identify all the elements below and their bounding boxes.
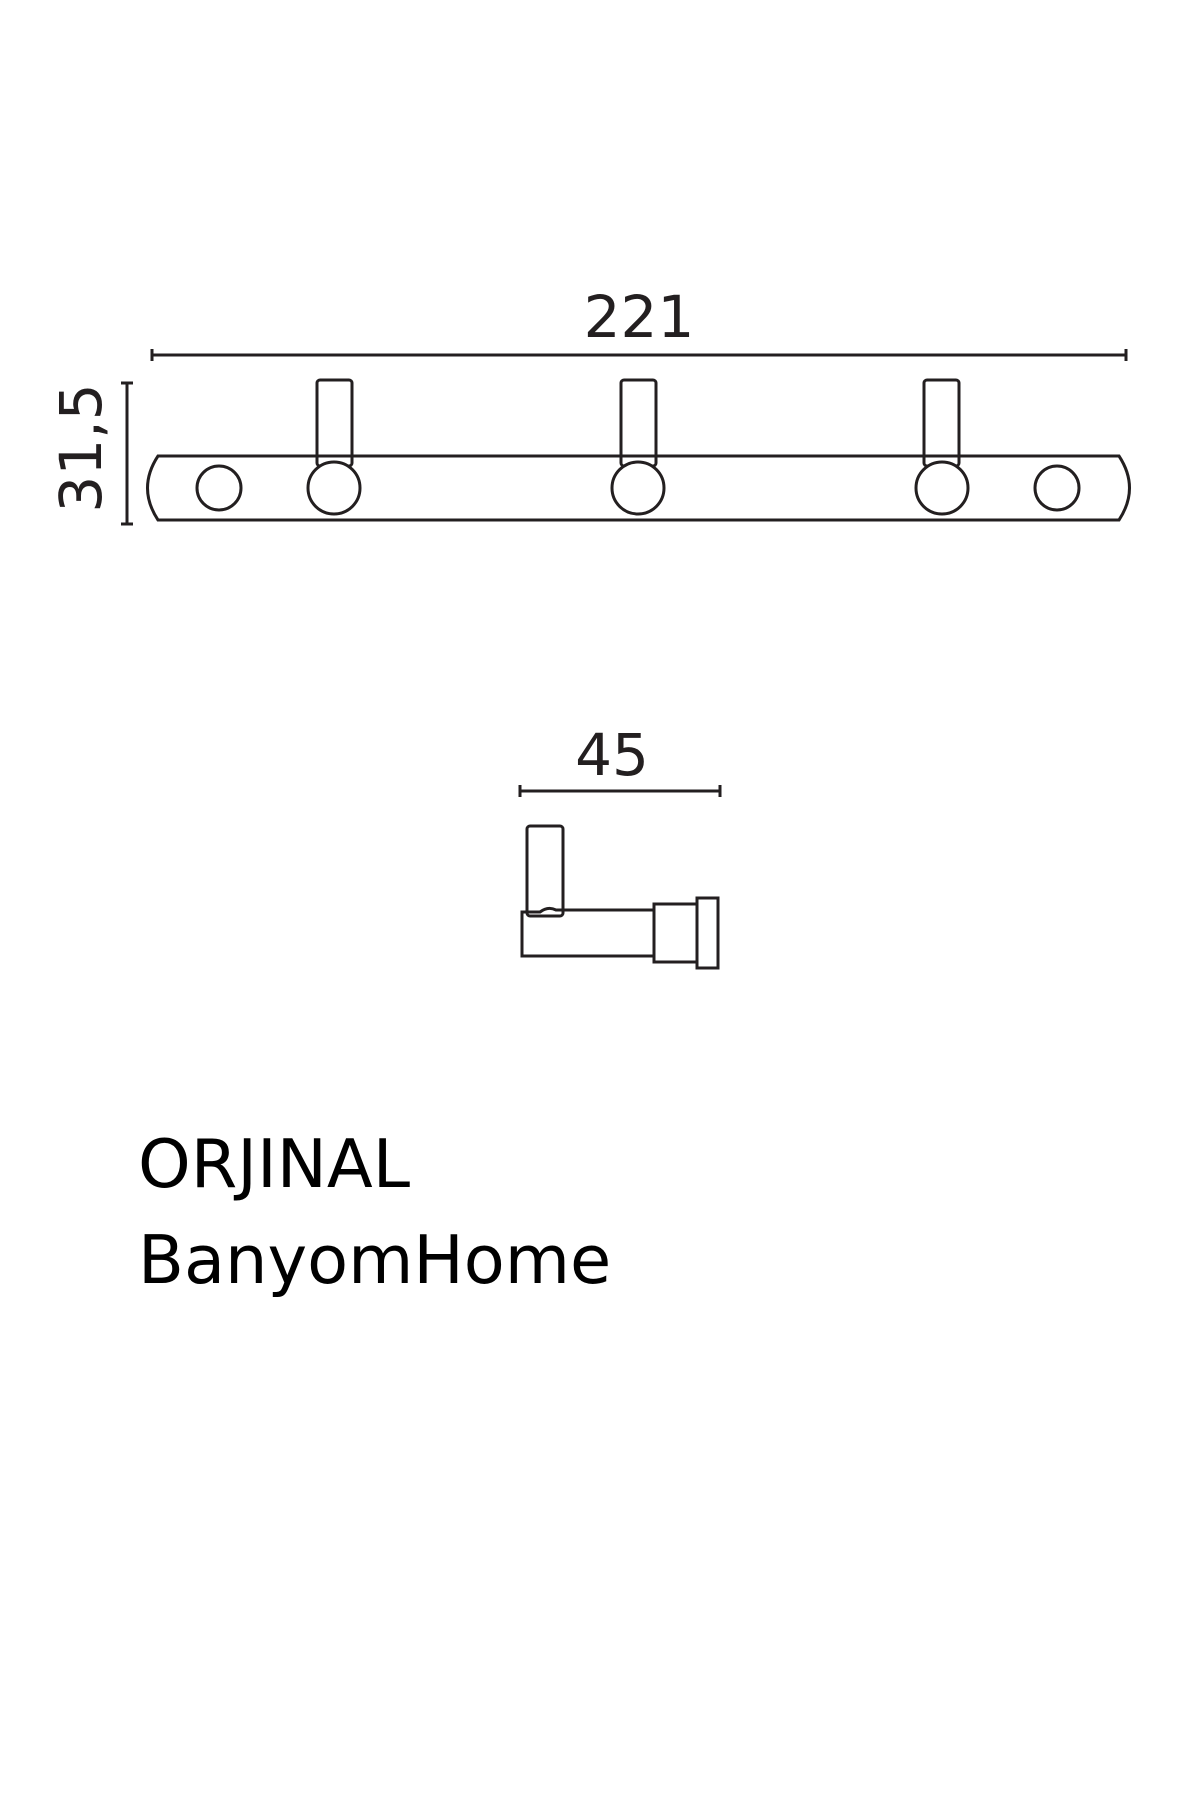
rail-length-label: 221 (584, 283, 695, 351)
rail-height-label: 31,5 (47, 383, 115, 512)
depth-dimension (518, 785, 722, 797)
length-dimension (150, 349, 1128, 361)
height-dimension (121, 381, 133, 526)
mounting-hole-right (1033, 464, 1081, 512)
brand-line-1: ORJINAL (138, 1125, 411, 1203)
brand-line-2: BanyomHome (138, 1221, 612, 1299)
hook-side-view (520, 824, 720, 970)
hook-2 (610, 378, 666, 516)
hook-depth-label: 45 (575, 721, 649, 789)
mounting-hole-left (195, 464, 243, 512)
brand-block: ORJINAL BanyomHome (138, 1116, 611, 1308)
hook-3 (914, 378, 970, 516)
rail-plate (146, 454, 1131, 522)
hook-1 (306, 378, 362, 516)
